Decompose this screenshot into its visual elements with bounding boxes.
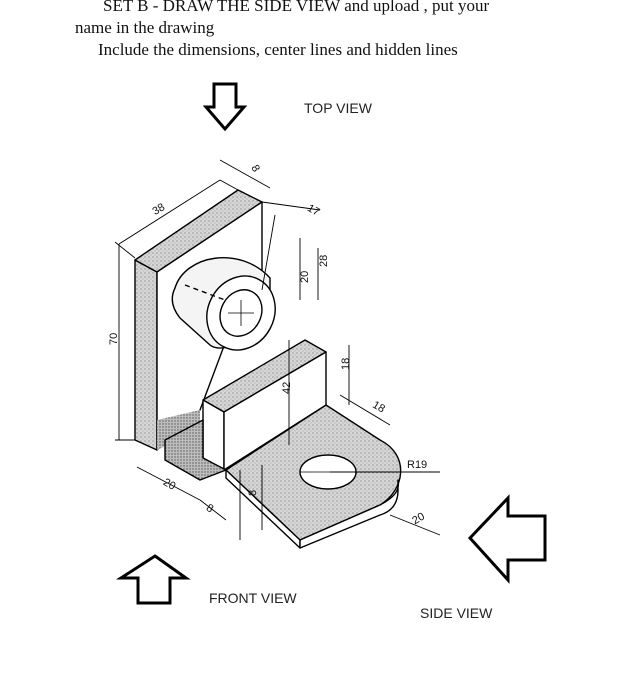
dim-8-top: 8: [248, 163, 261, 174]
top-view-label: TOP VIEW: [304, 100, 372, 116]
dim-8-thick: 8: [247, 490, 259, 496]
top-view-arrow-icon: [202, 82, 248, 132]
dim-17: 17: [305, 202, 322, 219]
dim-70: 70: [108, 333, 120, 345]
dim-20-right: 20: [410, 511, 427, 528]
dim-38: 38: [150, 201, 167, 218]
dim-20-base: 20: [161, 476, 178, 493]
dimension-lines: [114, 159, 441, 540]
dim-18-height: 18: [340, 358, 352, 370]
cylinder-boss: [171, 257, 276, 351]
dim-20-hole: 20: [299, 271, 311, 283]
dim-42: 42: [281, 382, 293, 394]
side-view-label: SIDE VIEW: [420, 605, 493, 621]
dim-28: 28: [318, 255, 330, 267]
front-view-arrow-icon: [115, 554, 191, 605]
dim-8-base: 8: [204, 502, 215, 515]
instruction-line-2: name in the drawing: [75, 18, 215, 37]
instruction-line-3: Include the dimensions, center lines and…: [98, 40, 458, 59]
instruction-line-1: SET B - DRAW THE SIDE VIEW and upload , …: [103, 0, 490, 15]
dim-r19: R19: [407, 459, 427, 471]
side-view-arrow-icon: [467, 494, 547, 584]
vertical-rib: [164, 339, 327, 481]
dim-18-slot: 18: [370, 399, 387, 416]
front-view-label: FRONT VIEW: [209, 590, 297, 606]
